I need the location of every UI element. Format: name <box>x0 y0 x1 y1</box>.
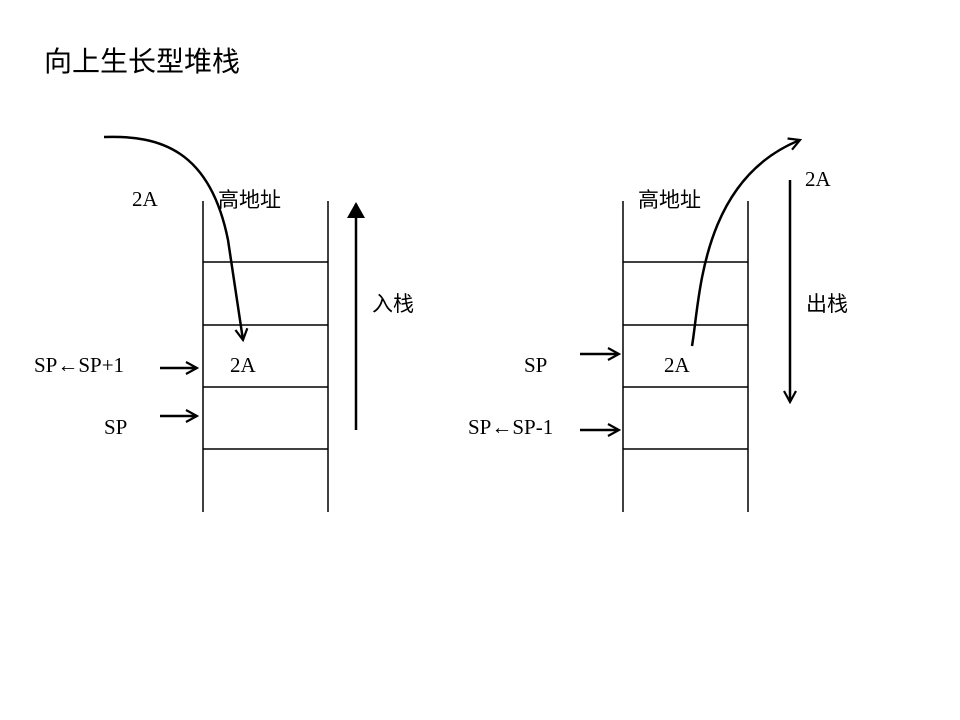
pop-cell-value: 2A <box>664 353 690 377</box>
push-cell-value: 2A <box>230 353 256 377</box>
push-data-label: 2A <box>132 187 158 211</box>
pop-new-sp-label: SP←SP-1 <box>468 415 554 439</box>
push-old-sp-label: SP <box>104 415 128 439</box>
push-curve-arrow <box>103 135 243 340</box>
pop-current-sp-label: SP <box>524 353 548 377</box>
page-title: 向上生长型堆栈 <box>44 45 241 78</box>
pop-high-address-label: 高地址 <box>638 188 701 212</box>
push-stack <box>202 201 329 512</box>
push-high-address-label: 高地址 <box>218 188 281 212</box>
pop-direction-label: 出栈 <box>806 292 848 316</box>
pop-curve-arrow <box>690 140 800 347</box>
push-new-sp-label: SP←SP+1 <box>34 353 125 377</box>
push-direction-label: 入栈 <box>372 292 414 316</box>
pop-data-label: 2A <box>805 167 831 191</box>
pop-stack <box>622 201 749 512</box>
